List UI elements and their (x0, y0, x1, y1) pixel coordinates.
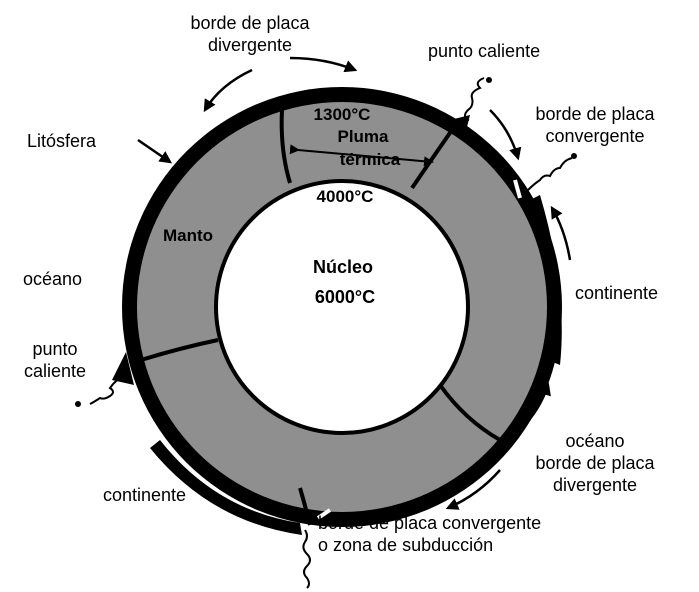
label-subduction-line1: borde de placa convergente (318, 513, 542, 533)
hot-spot-top-dot (486, 77, 492, 83)
label-subduction: borde de placa convergente o zona de sub… (318, 512, 541, 556)
label-hot-spot-left-line1: punto (32, 339, 78, 359)
hot-spot-left-bump (112, 352, 134, 385)
lithosphere-pointer-arrow (137, 138, 173, 164)
cell-boundary-left (140, 338, 219, 362)
core-label: Núcleo (313, 257, 373, 277)
label-ocean-right-line1: océano (565, 431, 625, 451)
hot-spot-left-dot (75, 401, 81, 407)
label-continent-bottom: continente (103, 485, 187, 505)
label-divergent-right-line3: divergente (552, 475, 638, 495)
label-continent-right: continente (575, 283, 659, 303)
label-subduction-line2: o zona de subducción (318, 535, 494, 555)
label-convergent-right: borde de placa convergente (525, 103, 665, 147)
cell-boundary-bottom (298, 487, 312, 526)
cell-boundary-bottom-right (438, 383, 501, 442)
label-hot-spot-top: punto caliente (428, 41, 541, 61)
continent-bottom-crust (150, 440, 302, 535)
divergent-top-arrow-left (203, 68, 253, 113)
convergent-gap-bottom (316, 508, 332, 520)
label-hot-spot-left-line2: caliente (23, 361, 87, 381)
temp-4000: 4000°C (317, 187, 374, 206)
core-temp-label: 6000°C (315, 287, 375, 307)
temp-1300: 1300°C (314, 105, 371, 124)
hot-spot-right-dot (571, 153, 577, 159)
divergent-right-arrow-lower (445, 469, 501, 510)
label-divergent-top-line2: divergente (207, 35, 293, 55)
divergent-right-arrow-upper (519, 382, 551, 431)
label-ocean-divergent-right: océano borde de placa divergente (515, 430, 675, 496)
hot-spot-right-squiggle (527, 157, 573, 191)
cell-boundary-top-right (410, 128, 454, 190)
subduction-squiggle (302, 529, 311, 589)
plume-line1: Pluma (337, 127, 389, 146)
convergent-gap-right (513, 179, 522, 199)
label-lithosphere: Litósfera (27, 131, 97, 151)
convergent-arrow-right-lower (550, 205, 572, 261)
label-hot-spot-left: punto caliente (15, 338, 95, 382)
mantle-label: Manto (163, 226, 213, 245)
plume-arrow (289, 144, 434, 167)
label-divergent-top: borde de placa divergente (175, 12, 325, 56)
label-divergent-top-line1: borde de placa (190, 13, 310, 33)
label-convergent-right-line2: convergente (545, 126, 645, 146)
continent-right-crust (530, 195, 562, 365)
label-ocean-left: océano (23, 269, 83, 289)
divergent-top-arrow-right (289, 56, 358, 73)
cell-boundary-top-left (279, 109, 292, 184)
core (214, 179, 470, 435)
label-convergent-right-line1: borde de placa (535, 104, 655, 124)
hot-spot-left-squiggle (89, 377, 121, 405)
plume-line2: térmica (340, 150, 401, 169)
convergent-arrow-right-upper (489, 109, 522, 161)
hot-spot-top-bump (450, 115, 470, 135)
label-divergent-right-line2: borde de placa (535, 453, 655, 473)
